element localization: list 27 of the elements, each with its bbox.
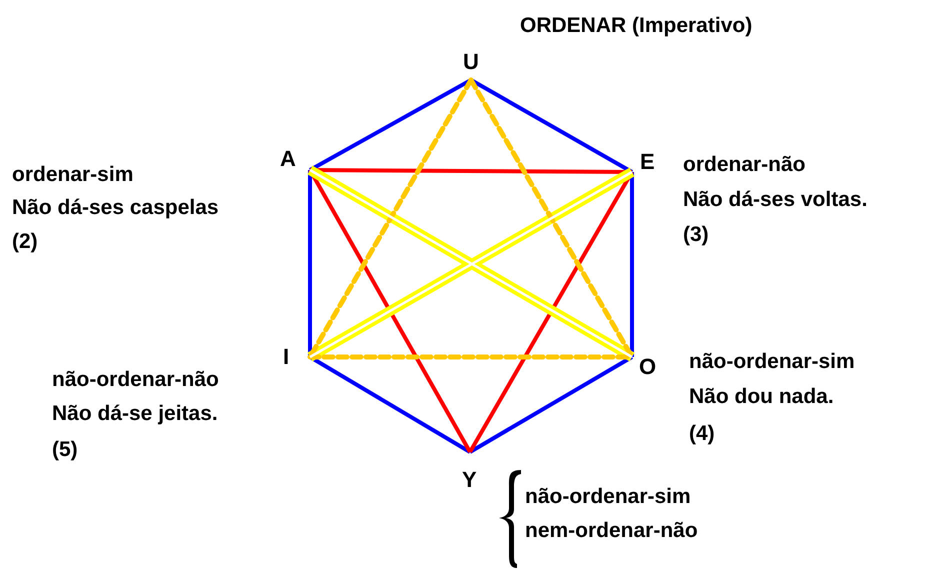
vertex-caption: (5) [52,438,78,462]
vertex-caption: ORDENAR (Imperativo) [520,14,752,38]
vertex-caption: não-ordenar-sim [525,485,691,509]
line [630,172,634,357]
vertex-caption: Não dá-se jeitas. [52,402,218,426]
vertex-letter: U [463,50,479,74]
line [310,168,632,174]
line [468,355,634,454]
line [308,169,472,453]
vertex-caption: Não dá-ses voltas. [683,188,868,212]
vertex-caption: Não dá-ses caspelas [12,196,219,220]
vertex-letter: I [283,345,290,369]
vertex-letter: A [280,147,296,171]
vertex-caption: (2) [12,230,38,254]
line [308,170,312,357]
vertex-caption: ordenar-sim [12,163,134,187]
vertex-caption: nem-ordenar-não [525,519,698,543]
vertex-letter: Y [462,468,477,492]
vertex-caption: ordenar-não [683,153,806,177]
vertex-letter: E [640,150,655,174]
line [468,171,634,453]
vertex-letter: O [639,355,656,379]
vertex-caption: Não dou nada. [689,385,834,409]
vertex-caption: não-ordenar-sim [689,350,855,374]
vertex-caption: (4) [689,422,715,446]
vertex-caption: não-ordenar-não [52,368,219,392]
vertex-caption: (3) [683,223,709,247]
